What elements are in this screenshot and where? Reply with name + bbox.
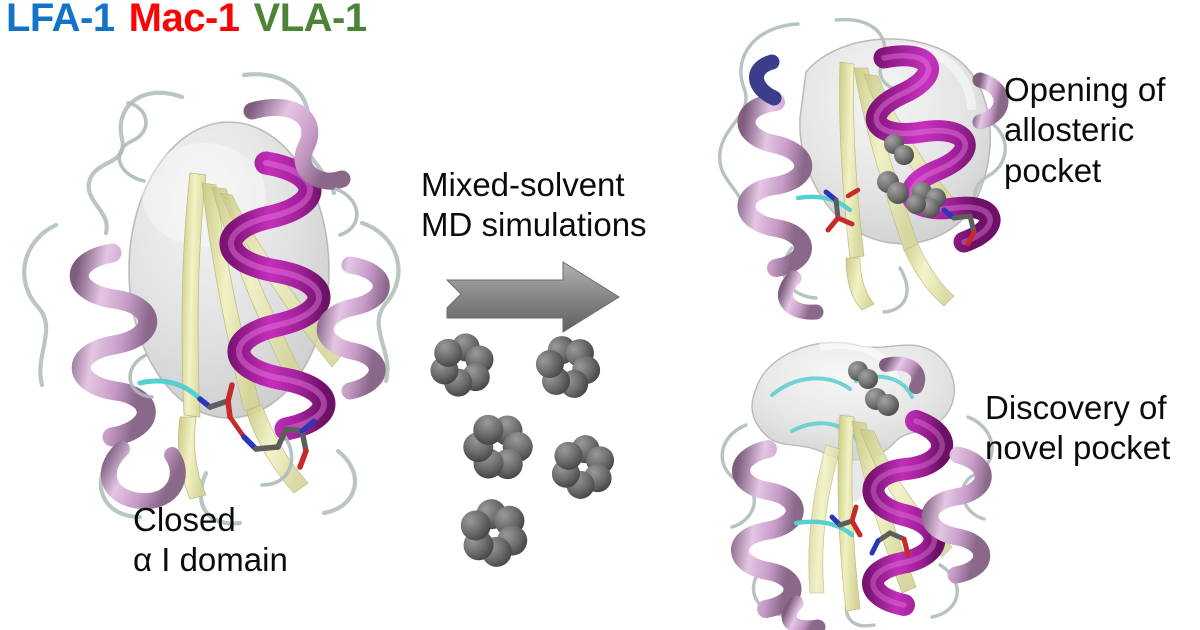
benzene-probe-molecules bbox=[420, 333, 635, 585]
closed-domain-caption: Closed α I domain bbox=[133, 501, 288, 579]
process-arrow bbox=[443, 258, 623, 336]
benzene-molecule bbox=[430, 333, 494, 397]
alpha-helices-pink bbox=[737, 54, 1009, 320]
mixed-solvent-md-caption: Mixed-solvent MD simulations bbox=[421, 166, 647, 244]
ligand-stick-residues bbox=[793, 504, 911, 558]
benzene-molecule bbox=[463, 414, 533, 480]
benzene-molecule bbox=[535, 336, 601, 398]
panel-open-allosteric-pocket bbox=[688, 10, 1018, 320]
benzene-molecule bbox=[551, 435, 615, 499]
alpha-helices-pink bbox=[731, 356, 992, 630]
title-item-mac1: Mac-1 bbox=[128, 0, 240, 40]
bound-probe-spheres bbox=[848, 361, 899, 416]
panel-novel-pocket bbox=[700, 325, 1018, 630]
title-item-lfa1: LFA-1 bbox=[6, 0, 115, 40]
title-legend: LFA-1 Mac-1 VLA-1 bbox=[6, 0, 367, 38]
panel-closed-alpha-i-domain bbox=[0, 55, 424, 526]
discovery-novel-pocket-caption: Discovery of novel pocket bbox=[985, 389, 1171, 467]
alpha-helix-magenta bbox=[865, 45, 1001, 253]
ligand-stick-residues bbox=[137, 378, 317, 470]
alpha-helix-magenta bbox=[219, 151, 336, 441]
bound-probe-spheres bbox=[877, 134, 946, 218]
benzene-molecule bbox=[460, 499, 528, 567]
alpha-helices-pink bbox=[69, 98, 390, 510]
opening-allosteric-pocket-caption: Opening of allosteric pocket bbox=[1004, 71, 1166, 189]
title-item-vla1: VLA-1 bbox=[253, 0, 368, 40]
coil-loops-front bbox=[117, 101, 359, 487]
alpha-helix-magenta bbox=[862, 410, 953, 616]
ligand-stick-residues bbox=[795, 187, 977, 247]
